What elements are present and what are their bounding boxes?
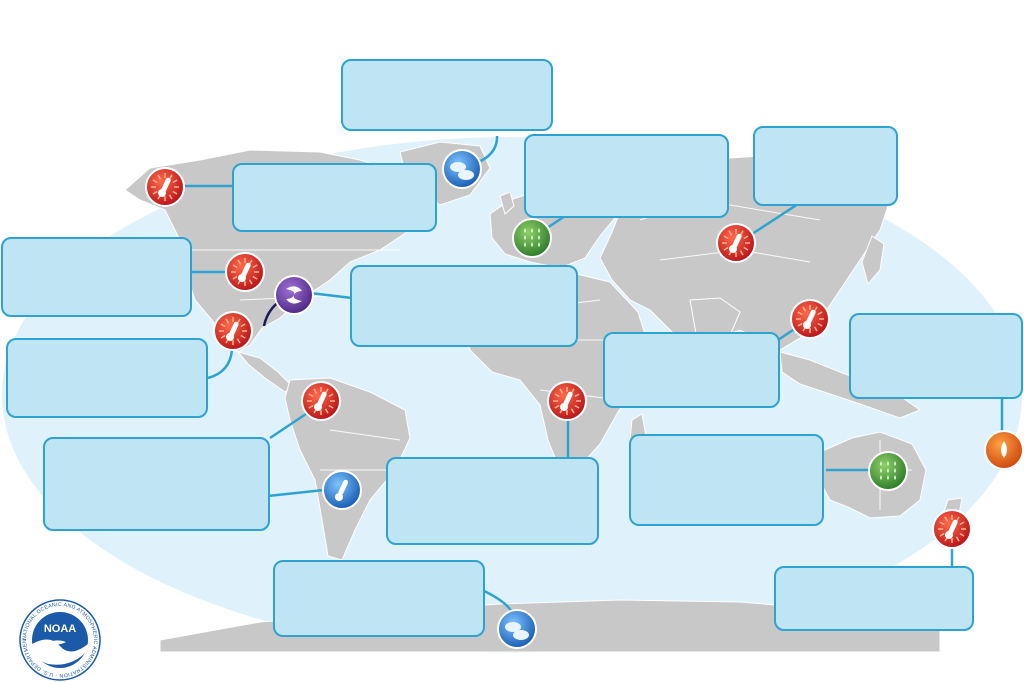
antarctica-cold-icon[interactable] <box>497 609 537 649</box>
callout-africa <box>386 457 599 545</box>
british-isles <box>499 191 515 215</box>
mexico-heat-icon[interactable] <box>213 311 253 351</box>
south-america <box>284 377 411 561</box>
us-heat-icon[interactable] <box>225 252 265 292</box>
hurricane-icon[interactable] <box>274 275 314 315</box>
callout-atlantic-hurricane <box>350 265 578 347</box>
se-asia-heat-icon[interactable] <box>790 299 830 339</box>
callout-australia <box>629 434 824 526</box>
noaa-logo-title: NOAA <box>44 623 76 635</box>
noaa-logo: NOAA NATIONAL OCEANIC AND ATMOSPHERIC AD… <box>19 599 101 681</box>
argentina-cold-icon[interactable] <box>322 470 362 510</box>
new-zealand-heat-icon[interactable] <box>932 509 972 549</box>
japan <box>861 235 885 286</box>
alaska-heat-icon[interactable] <box>145 167 185 207</box>
callout-south-asia <box>603 332 780 408</box>
callout-mexico <box>6 338 208 418</box>
event-markers <box>145 149 1024 649</box>
callout-antarctica <box>273 560 485 637</box>
callout-arctic <box>341 59 553 131</box>
callout-south-america <box>43 437 270 531</box>
australia-precip-icon[interactable] <box>868 451 908 491</box>
callout-pacific <box>849 313 1023 399</box>
africa-heat-icon[interactable] <box>547 381 587 421</box>
south-america-heat-icon[interactable] <box>301 381 341 421</box>
callout-china <box>753 126 898 206</box>
callout-europe <box>524 134 729 218</box>
china-heat-icon[interactable] <box>716 223 756 263</box>
arctic-cold-icon[interactable] <box>442 149 482 189</box>
callout-us <box>1 237 192 317</box>
pacific-drought-icon[interactable] <box>984 430 1024 470</box>
europe-precip-icon[interactable] <box>512 218 552 258</box>
callout-new-zealand <box>774 566 974 631</box>
callout-alaska <box>232 163 437 232</box>
